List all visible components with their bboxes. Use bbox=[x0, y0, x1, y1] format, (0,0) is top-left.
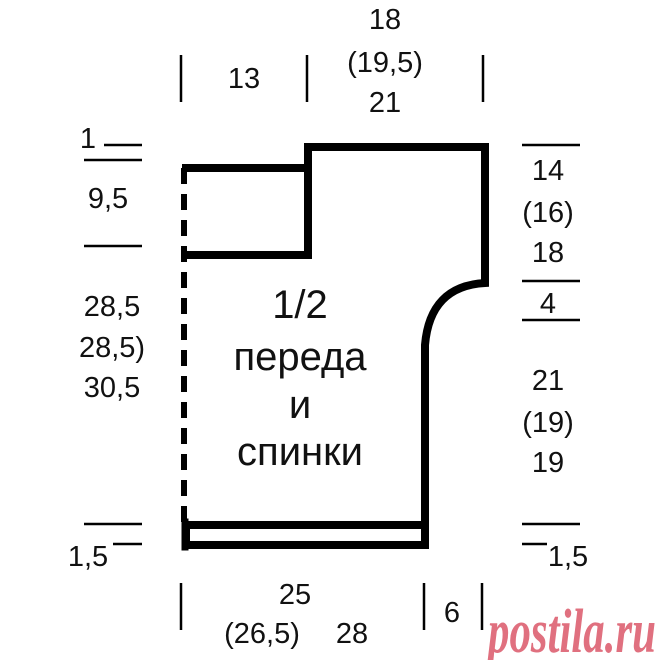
neck-bottom-line bbox=[182, 164, 312, 259]
top-right-width-3: 21 bbox=[369, 87, 401, 119]
armhole-3: 18 bbox=[532, 237, 564, 269]
dimension-ticks-top bbox=[179, 55, 485, 102]
body-height-3: 30,5 bbox=[84, 372, 140, 404]
top-left-width: 13 bbox=[228, 63, 260, 95]
side-3: 19 bbox=[532, 447, 564, 479]
title-line-3: и bbox=[289, 383, 311, 427]
title-line-4: спинки bbox=[237, 430, 363, 474]
side-2: (19) bbox=[522, 407, 574, 439]
top-right-width-1: 18 bbox=[369, 4, 401, 36]
curve-width: 6 bbox=[444, 597, 460, 629]
dimension-lines-right bbox=[522, 143, 580, 546]
top-right-width-2: (19,5) bbox=[347, 47, 423, 79]
dimension-ticks-bottom bbox=[179, 583, 484, 630]
garment-outline bbox=[182, 143, 489, 549]
bottom-width-1: 25 bbox=[279, 579, 311, 611]
watermark-logo: postila.ru bbox=[485, 598, 656, 660]
left-hem: 1,5 bbox=[68, 541, 108, 573]
bottom-width-3: 28 bbox=[336, 618, 368, 650]
neck-drop: 1 bbox=[80, 123, 96, 155]
armhole-2: (16) bbox=[522, 197, 574, 229]
right-hem: 1,5 bbox=[548, 541, 588, 573]
title-line-1: 1/2 bbox=[272, 283, 328, 327]
side-1: 21 bbox=[532, 365, 564, 397]
armhole-1: 14 bbox=[532, 155, 564, 187]
bottom-width-2: (26,5) bbox=[224, 618, 300, 650]
neck-height: 9,5 bbox=[88, 183, 128, 215]
title-line-2: переда bbox=[233, 335, 367, 379]
body-height-2: 28,5) bbox=[79, 332, 145, 364]
armhole-curve: 4 bbox=[540, 288, 556, 320]
body-height-1: 28,5 bbox=[84, 291, 140, 323]
dimension-lines-left bbox=[84, 143, 142, 546]
